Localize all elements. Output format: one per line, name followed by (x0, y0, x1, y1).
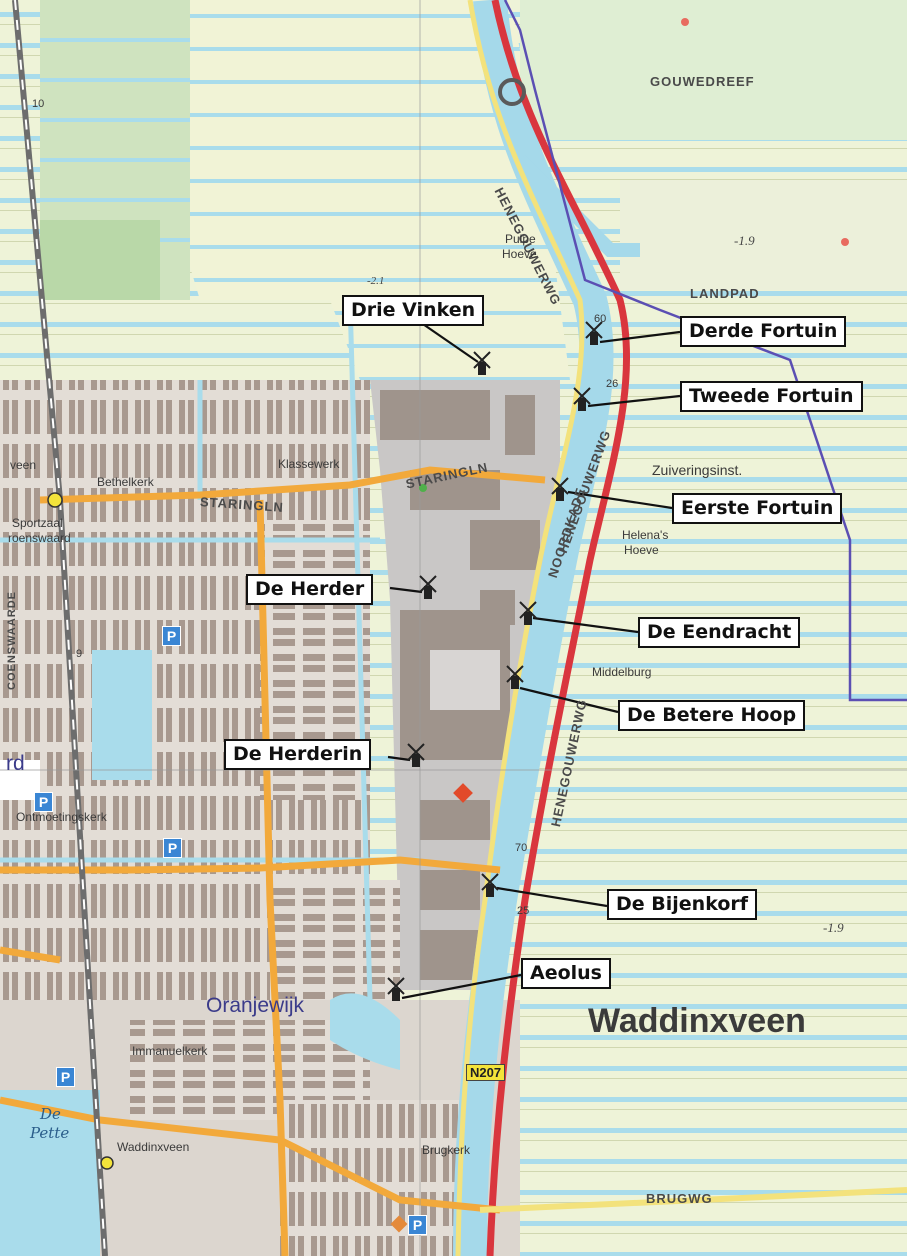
windmill-label-aeolus[interactable]: Aeolus (521, 958, 611, 989)
elevation-label: -1.9 (823, 920, 844, 935)
parking-icon: P (408, 1215, 427, 1235)
road-label-landpad: LANDPAD (690, 286, 760, 301)
place-label: Waddinxveen (117, 1140, 190, 1154)
windmill-label-de-betere-hoop[interactable]: De Betere Hoop (618, 700, 806, 731)
place-label: Helena's (622, 528, 669, 542)
place-label: Ontmoetingskerk (16, 810, 107, 824)
place-label: Sportzaal (12, 516, 63, 530)
place-label: Zuiveringsinst. (652, 462, 743, 478)
parking-icon: P (56, 1067, 75, 1087)
windmill-icon (519, 601, 537, 625)
windmill-icon (585, 321, 603, 345)
place-label: Klassewerk (278, 457, 340, 471)
windmill-icon (387, 977, 405, 1001)
windmill-label-tweede-fortuin[interactable]: Tweede Fortuin (680, 381, 863, 412)
windmill-icon (481, 873, 499, 897)
road-label-coenswaarde: COENSWAARDE (6, 590, 18, 690)
windmill-label-derde-fortuin[interactable]: Derde Fortuin (680, 316, 847, 347)
windmill-label-eerste-fortuin[interactable]: Eerste Fortuin (672, 493, 843, 524)
place-label: Bethelkerk (97, 475, 154, 489)
parking-icon: P (162, 626, 181, 646)
windmill-label-de-herderin[interactable]: De Herderin (224, 739, 372, 770)
town-name: Waddinxveen (588, 1002, 806, 1040)
elevation-label: -1.9 (734, 233, 755, 248)
windmill-icon (551, 477, 569, 501)
windmill-label-drie-vinken[interactable]: Drie Vinken (342, 295, 485, 326)
place-label: Brugkerk (422, 1143, 471, 1157)
grid-number: 10 (32, 98, 45, 110)
parking-icon: P (34, 792, 53, 812)
windmill-icon (573, 387, 591, 411)
grid-number: 60 (594, 313, 607, 325)
place-label: rd (6, 752, 25, 775)
place-label: Pulpe (505, 232, 536, 246)
windmill-icon (473, 351, 491, 375)
grid-number: 26 (606, 378, 619, 390)
road-label-brugwg: BRUGWG (646, 1191, 713, 1206)
road-shield-n207: N207 (466, 1064, 506, 1081)
place-label: roenswaard (8, 531, 71, 545)
windmill-icon (419, 575, 437, 599)
place-label: Hoeve (502, 247, 537, 261)
road-label-gouwedreef: GOUWEDREEF (650, 74, 755, 89)
grid-number: 9 (76, 648, 83, 660)
windmill-label-de-eendracht[interactable]: De Eendracht (638, 617, 801, 648)
water-label: De (40, 1105, 61, 1123)
place-label: Middelburg (592, 665, 652, 679)
place-label: Immanuelkerk (132, 1044, 208, 1058)
water-label: Pette (30, 1124, 70, 1142)
windmill-label-de-bijenkorf[interactable]: De Bijenkorf (607, 889, 758, 920)
place-label: veen (10, 458, 37, 472)
windmill-icon (506, 665, 524, 689)
grid-number: 25 (517, 905, 530, 917)
windmill-icon (407, 743, 425, 767)
district-name: Oranjewijk (206, 994, 305, 1017)
windmill-label-de-herder[interactable]: De Herder (246, 574, 374, 605)
place-label: Hoeve (624, 543, 659, 557)
parking-icon: P (163, 838, 182, 858)
elevation-label: -2.1 (367, 275, 385, 287)
grid-number: 70 (515, 842, 528, 854)
